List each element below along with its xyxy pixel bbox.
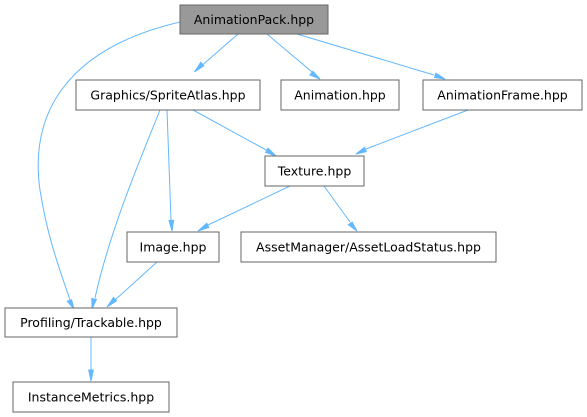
node-instance-metrics[interactable]: InstanceMetrics.hpp <box>12 381 170 413</box>
node-animation-pack[interactable]: AnimationPack.hpp <box>179 4 329 35</box>
edge-animation-pack-to-sprite-atlas <box>194 33 239 73</box>
edge-animation-pack-to-animation-frame <box>296 33 446 80</box>
edge-texture-to-image <box>197 185 291 232</box>
node-trackable[interactable]: Profiling/Trackable.hpp <box>4 307 178 338</box>
node-sprite-atlas-label: Graphics/SpriteAtlas.hpp <box>90 88 245 103</box>
node-animation[interactable]: Animation.hpp <box>280 79 400 111</box>
node-texture-label: Texture.hpp <box>277 164 352 179</box>
node-sprite-atlas[interactable]: Graphics/SpriteAtlas.hpp <box>75 79 261 111</box>
node-image-label: Image.hpp <box>140 240 207 255</box>
node-animation-label: Animation.hpp <box>294 88 386 103</box>
edge-sprite-atlas-to-image <box>166 109 175 232</box>
node-instance-metrics-label: InstanceMetrics.hpp <box>28 390 154 405</box>
node-asset-load-status[interactable]: AssetManager/AssetLoadStatus.hpp <box>240 231 497 263</box>
edge-animation-pack-to-animation <box>266 33 321 80</box>
edge-image-to-trackable <box>106 261 158 308</box>
node-trackable-label: Profiling/Trackable.hpp <box>20 315 162 330</box>
node-animation-frame-label: AnimationFrame.hpp <box>437 88 568 103</box>
node-texture[interactable]: Texture.hpp <box>264 155 365 187</box>
node-image[interactable]: Image.hpp <box>126 231 220 263</box>
edge-sprite-atlas-to-texture <box>192 109 277 157</box>
edge-animation-pack-to-trackable <box>37 21 181 310</box>
edge-sprite-atlas-to-trackable <box>91 109 161 310</box>
node-animation-pack-label: AnimationPack.hpp <box>194 12 314 27</box>
edge-texture-to-asset-load-status <box>323 185 358 232</box>
edge-animation-frame-to-texture <box>355 109 469 155</box>
node-asset-load-status-label: AssetManager/AssetLoadStatus.hpp <box>256 240 481 255</box>
node-animation-frame[interactable]: AnimationFrame.hpp <box>422 79 583 111</box>
edge-trackable-to-instance-metrics <box>88 337 94 382</box>
